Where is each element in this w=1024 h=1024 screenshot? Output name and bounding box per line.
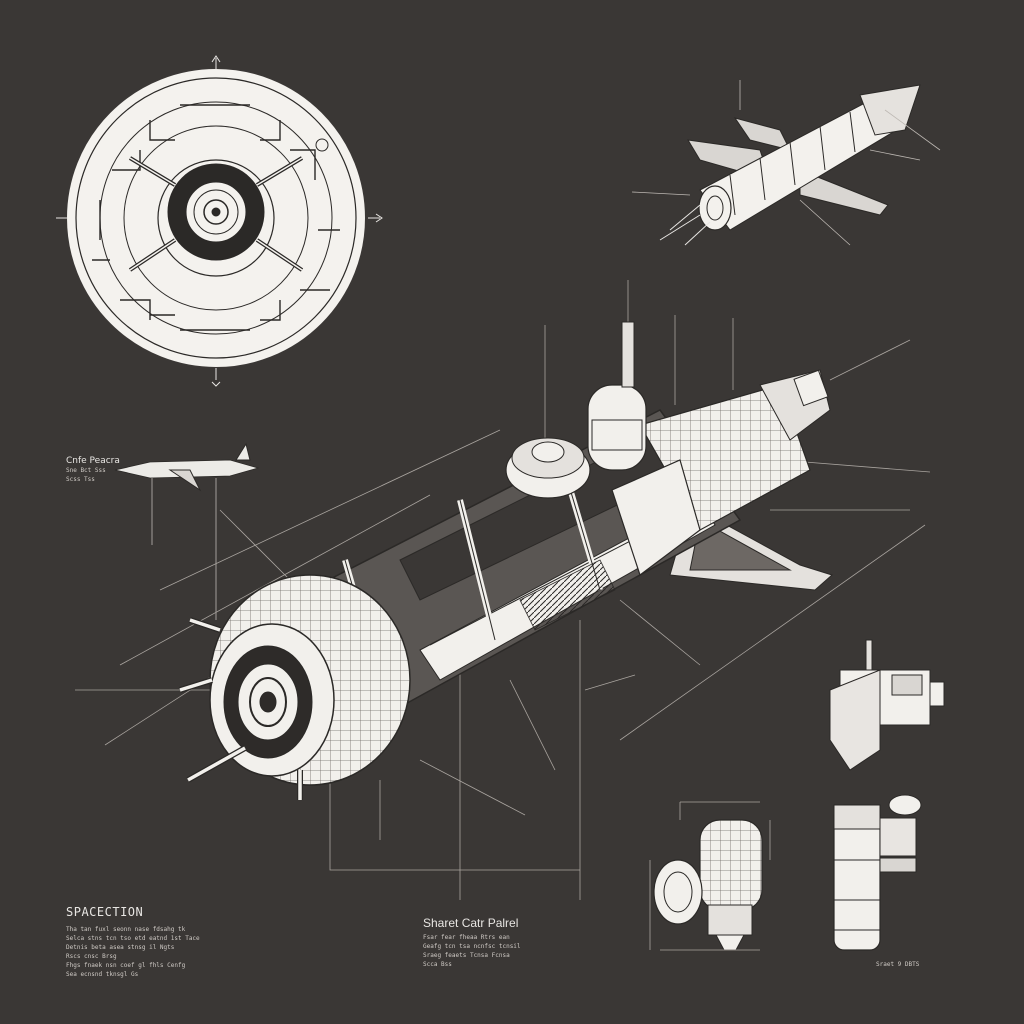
isometric-small-view (631, 80, 941, 246)
note-line: Fsar fear fheaa Rtrs ean (423, 934, 510, 941)
panel-notes: Fsar fear fheaa Rtrs ean Geafg tcn tsa n… (423, 933, 521, 969)
main-notes: Tha tan fuxl seonn nase fdsahg tk Selca … (66, 925, 226, 979)
module-side-view (829, 639, 945, 771)
sheet-reference: Sraet 9 DBTS (876, 961, 920, 968)
panel-title: Sharet Catr Palrel (423, 916, 519, 930)
side-view-label: Cnfe Peacra (66, 456, 120, 466)
note-line: Rscs cnsc Brsg (66, 953, 117, 960)
note-line: Tha tan fuxl seonn nase fdsahg tk (66, 926, 186, 933)
main-title: SPACECTION (66, 905, 144, 919)
side-view-sublabel: Sne Bct Sss Scss Tss (66, 466, 106, 484)
note-line: Selca stns tcn tso etd eatnd 1st Tace (66, 935, 200, 942)
note-line: Detnis beta asea stnsg il Ngts (66, 944, 175, 951)
note-line: Sraeg feaets Tcnsa Fcnsa (423, 952, 510, 959)
main-isometric-view (179, 321, 833, 800)
note-line: Scss Tss (66, 476, 95, 483)
note-line: Scca Bss (423, 961, 452, 968)
note-line: Sne Bct Sss (66, 467, 106, 474)
side-profile-view (114, 442, 260, 620)
top-plan-view (56, 55, 383, 387)
dimension-lines (75, 280, 931, 900)
tank-section-view (833, 794, 922, 951)
note-line: Geafg tcn tsa ncnfsc tcnsil (423, 943, 521, 950)
engine-detail-view (649, 801, 771, 951)
note-line: Fhgs fnaek nsn coef gl fhls Cenfg (66, 962, 186, 969)
note-line: Sea ecnsnd tknsgl Gs (66, 971, 139, 978)
